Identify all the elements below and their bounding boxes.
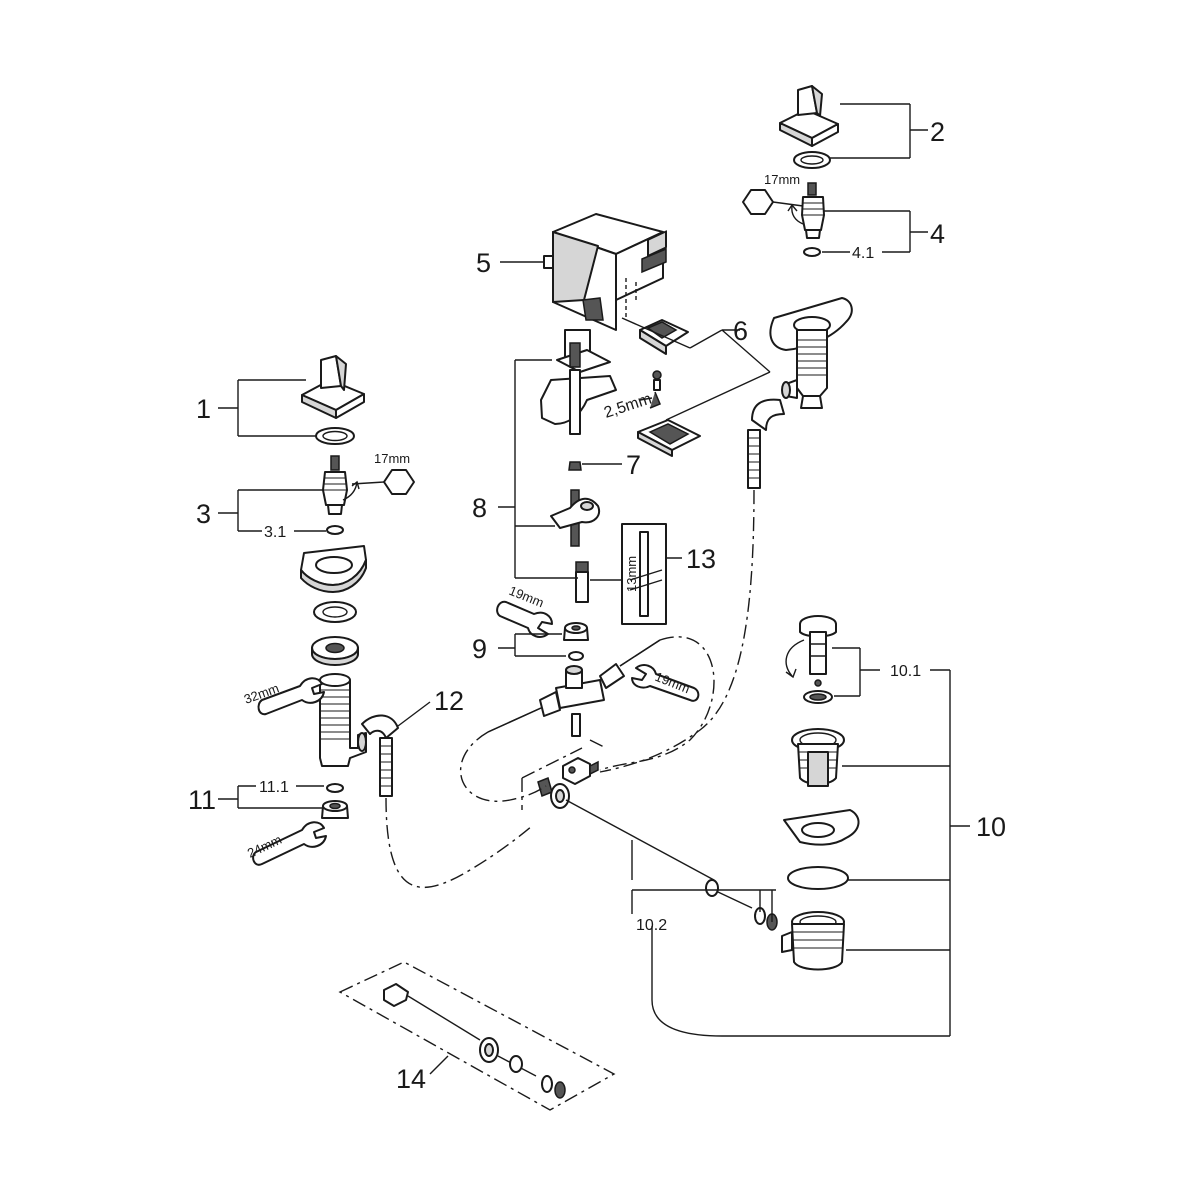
aerator-clip xyxy=(639,319,689,355)
right-small-oring xyxy=(803,247,821,257)
supply-washer xyxy=(568,651,584,661)
wrench-19mm-right-icon xyxy=(631,664,700,702)
spout xyxy=(543,213,667,359)
label-11-1: 11.1 xyxy=(259,779,289,796)
assembly-14-box xyxy=(338,961,616,1111)
part-labels: 1 2 3 3.1 4 4.1 5 6 7 8 9 10 10.1 10.2 1… xyxy=(188,117,1006,1094)
hex-17mm-right-icon xyxy=(742,189,804,215)
hex-17mm-left-icon xyxy=(351,469,415,495)
label-4: 4 xyxy=(930,219,945,249)
right-flex-route xyxy=(599,489,755,773)
left-cartridge xyxy=(322,455,360,515)
popup-rod xyxy=(550,783,753,909)
wrench-24mm-icon xyxy=(252,821,327,866)
sensor-plate xyxy=(637,419,701,457)
label-9: 9 xyxy=(472,634,487,664)
hex-right-size: 17mm xyxy=(764,172,800,187)
left-mounting-nut xyxy=(311,636,359,666)
tool-13-size: 13mm xyxy=(624,556,639,592)
label-4-1: 4.1 xyxy=(852,245,874,262)
right-handle xyxy=(779,85,839,147)
allen-key-2-5mm xyxy=(649,391,661,409)
leader-lines xyxy=(218,103,970,1075)
label-11: 11 xyxy=(188,785,216,815)
stem-nut xyxy=(568,461,582,471)
lift-rod-extension xyxy=(575,561,589,603)
left-valve-body xyxy=(319,673,367,767)
left-escutcheon xyxy=(300,545,367,593)
right-valve-body xyxy=(781,329,828,409)
popup-frame-top xyxy=(521,739,607,810)
right-flex-hose xyxy=(747,398,785,489)
label-3: 3 xyxy=(196,499,211,529)
drain-body xyxy=(791,728,845,787)
drain-small-parts xyxy=(803,679,833,704)
drain-gasket-cut xyxy=(783,809,860,846)
label-10: 10 xyxy=(976,812,1006,842)
label-8: 8 xyxy=(472,493,487,523)
left-small-oring xyxy=(326,525,344,535)
hex-left-size: 17mm xyxy=(374,451,410,466)
label-10-1: 10.1 xyxy=(890,663,921,680)
label-5: 5 xyxy=(476,248,491,278)
right-hose-route xyxy=(599,636,715,771)
wrench-32mm-icon xyxy=(257,677,325,716)
label-12: 12 xyxy=(434,686,464,716)
left-nut-24 xyxy=(321,800,349,819)
label-14: 14 xyxy=(396,1064,426,1094)
right-cartridge xyxy=(787,182,825,239)
right-valve-assembly xyxy=(769,85,853,409)
lift-rod-lever xyxy=(550,489,600,547)
left-gasket xyxy=(313,601,357,623)
drain-oring xyxy=(787,866,849,890)
tool-13-box xyxy=(621,523,667,625)
left-handle xyxy=(301,355,365,419)
label-1: 1 xyxy=(196,394,211,424)
tee-connector xyxy=(555,665,605,709)
wrench-19mm-left-icon xyxy=(496,600,553,638)
allen-size: 2,5mm xyxy=(602,391,654,422)
left-small-washer xyxy=(326,783,344,793)
label-6: 6 xyxy=(733,316,748,346)
left-hose-route xyxy=(385,797,533,889)
label-10-2: 10.2 xyxy=(636,917,667,934)
set-screw xyxy=(652,370,662,391)
label-13: 13 xyxy=(686,544,716,574)
left-valve-assembly xyxy=(300,355,367,819)
left-supply-hose xyxy=(487,691,561,733)
left-flex-hose xyxy=(361,714,399,797)
drain-stopper xyxy=(785,615,837,679)
supply-nut xyxy=(563,622,589,641)
right-supply-hose xyxy=(599,639,661,689)
drain-tailpiece xyxy=(781,911,845,971)
label-3-1: 3.1 xyxy=(264,524,286,541)
right-oring-top xyxy=(793,151,831,169)
left-oring-top xyxy=(315,427,355,445)
label-7: 7 xyxy=(626,450,641,480)
popup-clip xyxy=(537,757,599,798)
popup-washers xyxy=(754,907,778,931)
center-hose-route xyxy=(459,731,547,802)
label-2: 2 xyxy=(930,117,945,147)
popup-pin xyxy=(571,713,581,737)
mounting-flange xyxy=(540,342,617,435)
